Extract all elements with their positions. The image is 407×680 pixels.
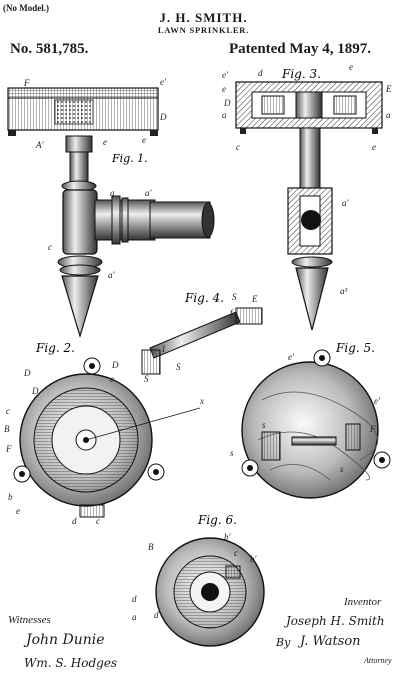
svg-text:b': b' bbox=[250, 554, 258, 564]
svg-text:E: E bbox=[385, 84, 392, 94]
svg-text:a: a bbox=[132, 612, 137, 622]
svg-text:S: S bbox=[232, 292, 237, 302]
by-label: By bbox=[276, 636, 291, 649]
svg-text:s: s bbox=[262, 420, 266, 430]
svg-text:b: b bbox=[8, 492, 13, 502]
svg-text:e': e' bbox=[160, 77, 167, 87]
figure-1-labels: e' F D A' e e a a' c a' bbox=[23, 77, 167, 280]
figure-2-title: Fig. 2. bbox=[35, 341, 75, 355]
svg-text:S: S bbox=[144, 374, 149, 384]
svg-text:D: D bbox=[23, 368, 31, 378]
model-note: (No Model.) bbox=[3, 3, 49, 13]
figure-1-drawing bbox=[7, 87, 215, 339]
svg-text:S: S bbox=[176, 362, 181, 372]
svg-text:E: E bbox=[251, 294, 258, 304]
witnesses-label: Witnesses bbox=[8, 614, 51, 626]
patent-date: Patented May 4, 1897. bbox=[229, 41, 372, 57]
svg-text:x: x bbox=[199, 396, 204, 406]
attorney-label: Attorney bbox=[364, 656, 392, 665]
inventor-label: Inventor bbox=[344, 596, 382, 608]
svg-text:a: a bbox=[222, 110, 227, 120]
svg-text:e: e bbox=[372, 142, 376, 152]
svg-text:D: D bbox=[223, 98, 231, 108]
svg-text:d: d bbox=[72, 516, 77, 526]
figure-3-labels: e'eD ade Eac ea'a³ bbox=[222, 62, 392, 296]
svg-text:a: a bbox=[110, 188, 115, 198]
svg-text:c: c bbox=[48, 242, 52, 252]
svg-text:D: D bbox=[31, 386, 39, 396]
svg-text:d: d bbox=[132, 594, 137, 604]
figure-6-title: Fig. 6. bbox=[197, 513, 237, 527]
svg-text:c: c bbox=[236, 142, 240, 152]
svg-text:c: c bbox=[96, 516, 100, 526]
figure-2-drawing bbox=[13, 357, 201, 518]
svg-text:d: d bbox=[258, 68, 263, 78]
svg-text:s: s bbox=[340, 464, 344, 474]
svg-text:a': a' bbox=[145, 188, 153, 198]
attorney-signature: J. Watson bbox=[300, 634, 361, 649]
svg-text:A': A' bbox=[35, 140, 44, 150]
svg-text:e': e' bbox=[222, 70, 229, 80]
figure-6-drawing bbox=[155, 537, 265, 647]
svg-text:e': e' bbox=[374, 396, 381, 406]
witness-1-signature: John Dunie bbox=[26, 632, 105, 648]
witness-2-signature: Wm. S. Hodges bbox=[24, 656, 118, 670]
svg-text:e: e bbox=[103, 137, 107, 147]
figure-5-labels: e' e' s s Fs bbox=[230, 352, 381, 474]
figure-5-title: Fig. 5. bbox=[335, 341, 375, 355]
figure-4-title: Fig. 4. bbox=[184, 291, 224, 305]
svg-text:B: B bbox=[4, 424, 10, 434]
svg-text:d: d bbox=[154, 610, 159, 620]
inventor-name: J. H. SMITH. bbox=[159, 10, 248, 25]
figure-3-title: Fig. 3. bbox=[281, 67, 321, 81]
figure-5-drawing bbox=[241, 349, 391, 499]
svg-text:F: F bbox=[23, 78, 30, 88]
svg-text:e': e' bbox=[288, 352, 295, 362]
svg-text:F: F bbox=[5, 444, 12, 454]
figure-4-drawing bbox=[141, 307, 263, 375]
svg-text:a: a bbox=[386, 110, 391, 120]
svg-text:f: f bbox=[230, 308, 234, 318]
svg-text:e: e bbox=[349, 62, 353, 72]
svg-text:e: e bbox=[16, 506, 20, 516]
figure-3-drawing bbox=[235, 81, 383, 331]
svg-text:e: e bbox=[110, 374, 114, 384]
svg-text:B: B bbox=[148, 542, 154, 552]
inventor-signature: Joseph H. Smith bbox=[286, 614, 385, 628]
patent-number: No. 581,785. bbox=[10, 41, 89, 57]
svg-text:D: D bbox=[111, 360, 119, 370]
svg-text:c: c bbox=[234, 548, 238, 558]
svg-text:c: c bbox=[6, 406, 10, 416]
svg-text:e: e bbox=[222, 84, 226, 94]
svg-text:e: e bbox=[142, 135, 146, 145]
figure-1-title: Fig. 1. bbox=[111, 152, 148, 165]
svg-text:a³: a³ bbox=[340, 286, 348, 296]
svg-text:D: D bbox=[159, 112, 167, 122]
svg-text:s: s bbox=[230, 448, 234, 458]
svg-text:I: I bbox=[161, 344, 166, 354]
svg-text:a': a' bbox=[342, 198, 350, 208]
svg-text:a': a' bbox=[108, 270, 116, 280]
svg-text:F: F bbox=[369, 424, 376, 434]
svg-text:b': b' bbox=[224, 532, 232, 542]
patent-title: LAWN SPRINKLER. bbox=[157, 25, 250, 35]
figure-6-labels: Bb'c b'dd a bbox=[132, 532, 258, 622]
